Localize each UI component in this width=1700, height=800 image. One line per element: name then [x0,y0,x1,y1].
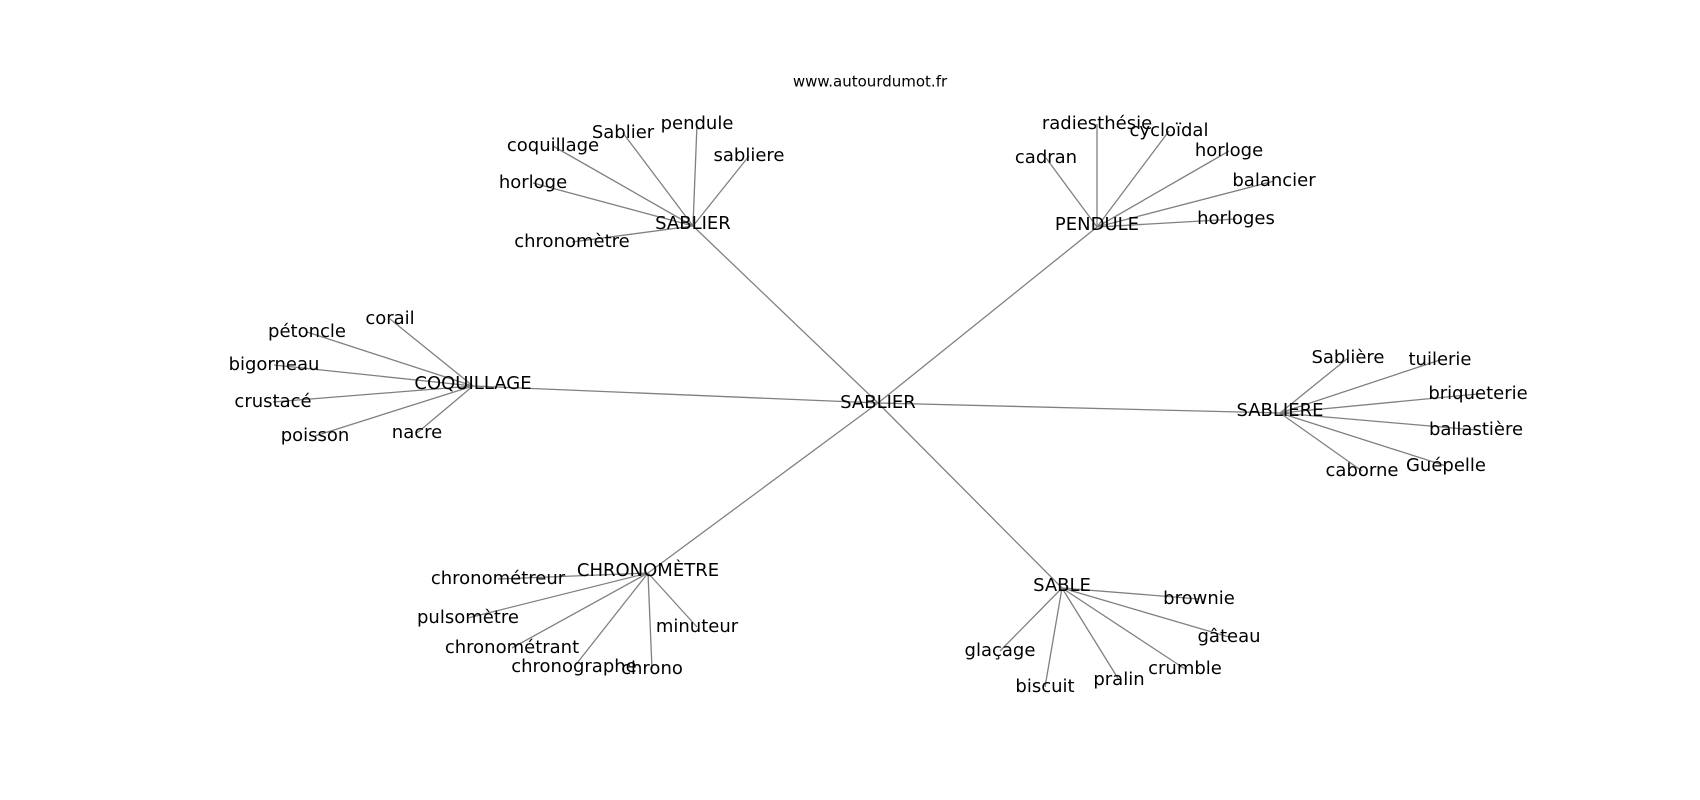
edge-hub-leaf [692,155,750,227]
leaf-node: briqueterie [1428,383,1527,404]
edge-hub-leaf [532,182,694,227]
edge-hub-leaf [1279,393,1479,414]
hub-node: SABLIERE [1236,400,1323,421]
leaf-node: horloges [1197,208,1275,229]
leaf-node: balancier [1232,170,1316,191]
edge-hub-leaf [1096,180,1275,228]
hub-node: CHRONOMÈTRE [577,559,719,581]
edge-hub-leaf [306,331,474,387]
edge-hub-leaf [1279,357,1349,414]
leaf-node: biscuit [1015,676,1074,697]
leaf-node: pulsomètre [417,607,519,628]
edge-center-hub [692,225,879,404]
edge-hub-leaf [999,587,1063,652]
hub-node: PENDULE [1055,214,1139,235]
edge-center-hub [877,402,1281,414]
center-node: SABLIER [840,392,916,413]
edge-hub-leaf [273,364,474,387]
leaf-node: chronométrant [445,637,579,658]
leaf-node: coquillage [507,135,599,156]
watermark: www.autourdumot.fr [793,73,948,91]
labels: www.autourdumot.fr SABLIER SABLIER Sablier… [229,73,1528,698]
leaf-node: gâteau [1197,626,1260,647]
leaf-node: cycloïdal [1130,120,1209,141]
edge-hub-leaf [1279,412,1477,431]
edge-hub-leaf [497,572,649,580]
leaf-node: tuilerie [1408,349,1471,370]
hub-node: COQUILLAGE [414,373,531,394]
leaf-node: brownie [1163,588,1235,609]
leaf-node: horloge [1195,140,1263,161]
edge-hub-leaf [692,123,698,227]
leaf-node: Sablier [592,122,655,143]
leaf-node: radiesthésie [1042,113,1152,134]
edge-hub-leaf [1045,157,1098,228]
leaf-node: cadran [1015,147,1077,168]
edge-hub-leaf [1096,130,1170,228]
leaf-node: Guépelle [1406,455,1486,476]
leaf-node: poisson [281,425,350,446]
edge-hub-leaf [467,572,649,619]
edge-hub-leaf [314,385,474,437]
edge-hub-leaf [552,145,694,227]
edge-hub-leaf [622,132,694,227]
hub-node: SABLIER [655,213,731,234]
edge-hub-leaf [1061,587,1200,600]
edge-hub-leaf [272,385,474,403]
edge-hub-leaf [511,572,649,649]
edge-hub-leaf [1096,150,1230,228]
leaf-node: crustacé [234,391,311,412]
leaf-node: pétoncle [268,321,346,342]
leaf-node: chronométreur [431,568,566,589]
edge-hub-leaf [573,572,649,668]
leaf-node: nacre [392,422,442,443]
leaf-node: chrono [621,658,683,679]
edges [272,123,1479,688]
leaf-node: horloge [499,172,567,193]
leaf-node: bigorneau [229,354,320,375]
leaf-node: crumble [1148,658,1222,679]
leaf-node: pendule [661,113,734,134]
edge-center-hub [647,402,879,574]
edge-hub-leaf [1061,587,1230,638]
edge-hub-leaf [1061,587,1186,670]
leaf-node: pralin [1093,669,1144,690]
leaf-node: Sablière [1311,347,1384,368]
leaf-node: caborne [1326,460,1399,481]
edge-center-hub [472,385,879,404]
hub-node: SABLE [1033,575,1091,596]
leaf-node: chronomètre [514,231,630,252]
leaf-node: sabliere [714,145,785,166]
edge-hub-leaf [1061,587,1120,681]
edge-hub-leaf [571,225,694,243]
leaf-node: ballastière [1429,419,1523,440]
edge-hub-leaf [1279,359,1441,414]
edge-hub-leaf [647,572,653,670]
edge-hub-leaf [1044,587,1063,688]
edge-hub-leaf [389,318,474,387]
leaf-node: minuteur [656,616,739,637]
leaf-node: corail [365,308,414,329]
leaf-node: glaçage [965,640,1036,661]
edge-hub-leaf [1279,412,1363,472]
edge-hub-leaf [416,385,474,434]
edge-hub-leaf [647,572,698,628]
edge-center-hub [877,402,1063,589]
edge-center-hub [877,226,1098,404]
edge-hub-leaf [1096,218,1237,228]
leaf-node: chronographe [511,656,637,677]
edge-hub-leaf [1279,412,1447,467]
